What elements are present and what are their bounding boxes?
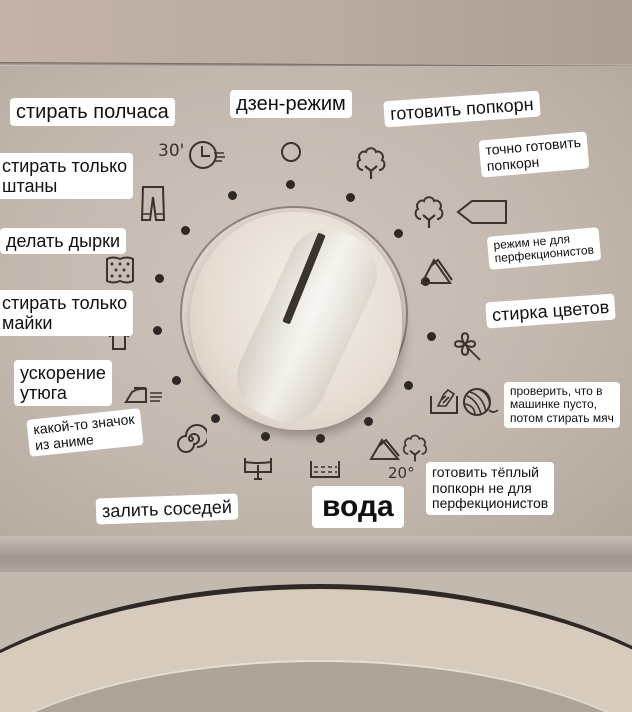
caption-text: залить соседей bbox=[101, 496, 233, 522]
caption-line: потом стирать мяч bbox=[510, 410, 614, 425]
caption-text: дзен-режим bbox=[236, 93, 346, 115]
caption-wash-half-hour: стирать полчаса bbox=[10, 98, 175, 127]
flower-icon bbox=[448, 328, 484, 362]
caption-line: майки bbox=[2, 313, 53, 334]
program-dot bbox=[261, 432, 270, 441]
caption-text: вода bbox=[322, 490, 394, 523]
caption-line: проверить, что в bbox=[510, 384, 603, 398]
top-cover bbox=[0, 0, 632, 64]
caption-wash-only-tshirts: стирать только майки bbox=[0, 290, 134, 337]
caption-text: стирка цветов bbox=[491, 296, 610, 326]
caption-line: утюга bbox=[20, 383, 67, 404]
program-dot bbox=[228, 191, 237, 200]
caption-iron-boost: ускорение утюга bbox=[14, 360, 112, 407]
caption-line: стирать только bbox=[2, 156, 128, 176]
caption-text: делать дырки bbox=[6, 231, 121, 251]
program-dot bbox=[286, 180, 295, 189]
tag-label-icon bbox=[456, 198, 508, 226]
caption-check-empty: проверить, что в машинке пусто, потом ст… bbox=[504, 382, 620, 429]
program-dot bbox=[153, 326, 162, 335]
caption-line: машинке пусто, bbox=[510, 397, 598, 412]
caption-flood-neighbors: залить соседей bbox=[95, 493, 239, 525]
panel-edge bbox=[0, 536, 632, 576]
caption-line: ускорение bbox=[20, 363, 106, 383]
synthetics-20-triangle-icon bbox=[368, 436, 402, 462]
caption-line: готовить тёплый bbox=[432, 464, 540, 480]
spiral-spin-icon bbox=[175, 423, 207, 455]
program-dot bbox=[421, 277, 430, 286]
program-dot bbox=[172, 376, 181, 385]
program-dot bbox=[211, 414, 220, 423]
quick-wash-clock-icon bbox=[188, 138, 230, 172]
program-dot bbox=[364, 417, 373, 426]
caption-water: вода bbox=[312, 486, 404, 528]
wool-ball-icon bbox=[461, 386, 499, 418]
program-dot bbox=[404, 381, 413, 390]
iron-icon bbox=[124, 384, 164, 406]
synthetics-triangle-icon bbox=[418, 256, 454, 286]
caption-line: попкорн не для bbox=[432, 479, 532, 496]
rinse-basin-icon bbox=[308, 458, 342, 480]
caption-text: стирать полчаса bbox=[16, 101, 169, 123]
cotton-20-icon bbox=[400, 432, 430, 464]
program-dot bbox=[394, 229, 403, 238]
program-dot bbox=[346, 193, 355, 202]
drain-icon bbox=[242, 455, 274, 483]
program-dot bbox=[181, 226, 190, 235]
caption-make-holes: делать дырки bbox=[0, 228, 127, 255]
dotted-fabric-icon bbox=[103, 255, 137, 285]
timer-30-label: 30' bbox=[158, 141, 185, 161]
temp-20-label: 20° bbox=[388, 464, 415, 482]
caption-line: стирать только bbox=[2, 293, 128, 313]
pants-icon bbox=[140, 185, 166, 223]
program-dot bbox=[427, 332, 436, 341]
caption-line: штаны bbox=[2, 176, 58, 197]
handwash-basin-icon bbox=[428, 386, 460, 416]
cotton-icon bbox=[354, 144, 388, 182]
caption-warm-popcorn: готовить тёплый попкорн не для перфекцио… bbox=[426, 462, 555, 516]
program-dot bbox=[316, 434, 325, 443]
caption-zen-mode: дзен-режим bbox=[230, 90, 352, 119]
caption-wash-only-pants: стирать только штаны bbox=[0, 153, 134, 200]
cotton-prewash-icon bbox=[412, 193, 446, 231]
off-circle-icon bbox=[280, 141, 302, 163]
caption-line: перфекционистов bbox=[432, 495, 549, 512]
program-dot bbox=[155, 274, 164, 283]
